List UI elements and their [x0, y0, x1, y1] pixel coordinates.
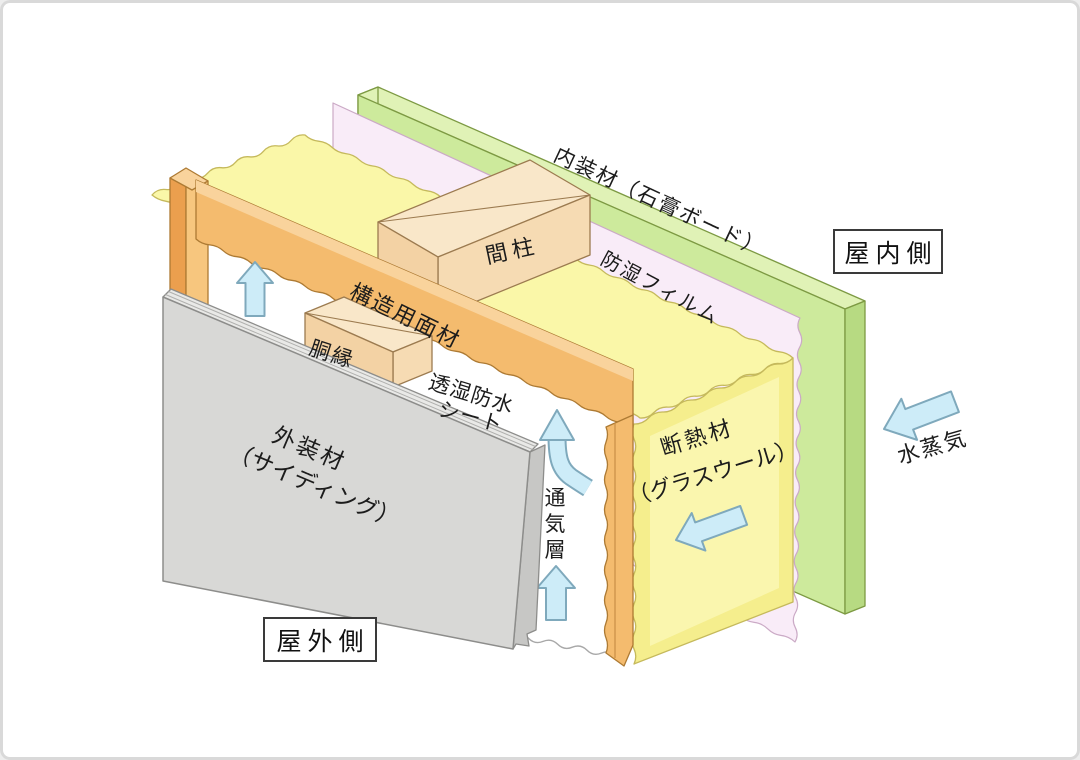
- indoor-side-box: 屋内側: [833, 229, 943, 274]
- outdoor-side-box: 屋外側: [263, 617, 377, 662]
- insulation-end-face-highlight: [650, 377, 779, 646]
- siding-front-face: [162, 296, 531, 650]
- indoor-side-label: 屋内側: [844, 239, 938, 268]
- stud-grain-line: [377, 194, 591, 223]
- sheathing-top-band-edge: [196, 180, 633, 381]
- vapor-left-arrow-insulation: [675, 504, 749, 552]
- gypsum-board-right-end-face: [844, 300, 866, 615]
- airflow-curved-arrow-head: [539, 409, 575, 441]
- furring-grain-line: [304, 312, 433, 337]
- siding-board-joint-line-2: [168, 291, 536, 447]
- water-vapor-arrow: [883, 390, 960, 441]
- airflow-up-arrow-left: [236, 261, 274, 317]
- siding-board-joint-line-1: [165, 294, 533, 450]
- label-ventilation-layer: 通気層: [544, 487, 566, 562]
- sheathing-right-edge: [603, 414, 634, 667]
- airflow-curved-arrow-shaft: [549, 435, 592, 495]
- outdoor-side-label: 屋外側: [276, 627, 370, 656]
